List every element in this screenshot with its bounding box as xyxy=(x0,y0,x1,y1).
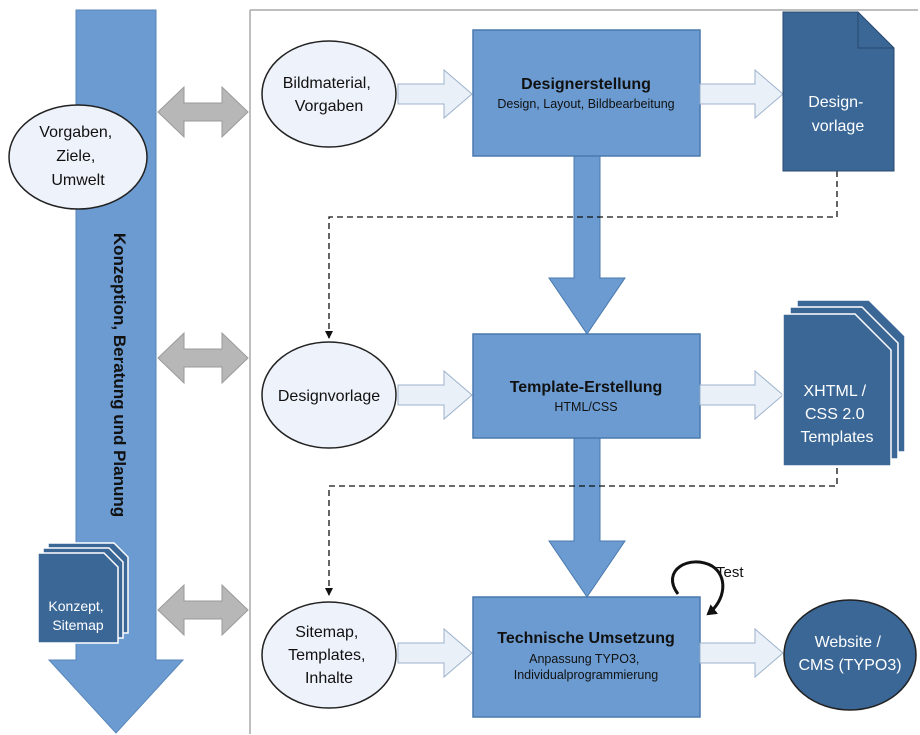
design-template-text: Design- vorlage xyxy=(808,94,868,135)
process-box-template xyxy=(472,333,701,439)
input-arrow-1 xyxy=(397,68,473,120)
doc-fold xyxy=(857,12,894,49)
website-cms-text: Website / CMS (TYPO3) xyxy=(798,634,901,674)
test-loop-arrow xyxy=(671,560,725,616)
double-arrow-3 xyxy=(157,583,249,637)
process-template-sub: HTML/CSS xyxy=(554,400,617,414)
dashed-connector-1 xyxy=(325,171,838,339)
input-ellipse-1 xyxy=(261,40,397,148)
process-frame xyxy=(249,9,918,734)
input-ellipse-2-text: Designvorlage xyxy=(278,388,380,405)
input-arrow-2 xyxy=(397,369,473,421)
process-design-title: Designerstellung xyxy=(521,76,651,93)
process-box-design xyxy=(472,29,701,157)
double-arrow-1 xyxy=(157,85,249,139)
input-ellipse-3 xyxy=(261,601,397,709)
xhtml-templates-text: XHTML / CSS 2.0 Templates xyxy=(801,383,874,446)
concept-sitemap-docs xyxy=(37,542,129,644)
process-design-sub: Design, Layout, Bildbearbeitung xyxy=(497,97,674,111)
process-technical-title: Technische Umsetzung xyxy=(497,630,675,647)
xhtml-templates-docs xyxy=(782,299,906,467)
process-technical-sub: Anpassung TYPO3, Individualprogrammierun… xyxy=(514,652,659,682)
input-arrow-3 xyxy=(397,627,473,679)
website-cms-ellipse xyxy=(783,599,917,711)
process-template-title: Template-Erstellung xyxy=(510,379,663,396)
sidebar-label: Konzeption, Beratung und Planung xyxy=(110,233,129,517)
goals-ellipse-text: Vorgaben, Ziele, Umwelt xyxy=(39,124,116,189)
design-template-doc xyxy=(782,11,895,172)
input-ellipse-2 xyxy=(261,341,397,449)
goals-ellipse xyxy=(8,104,148,210)
output-arrow-1 xyxy=(699,68,784,120)
output-arrow-3 xyxy=(699,627,784,679)
dashed-connector-2 xyxy=(325,468,838,596)
flow-arrow-2-3 xyxy=(548,437,626,598)
double-arrow-2 xyxy=(157,331,249,385)
flow-arrow-1-2 xyxy=(548,155,626,335)
output-arrow-2 xyxy=(699,369,784,421)
input-ellipse-1-text: Bildmaterial, Vorgaben xyxy=(283,75,375,115)
test-loop-label: Test xyxy=(716,564,744,581)
input-ellipse-3-text: Sitemap, Templates, Inhalte xyxy=(288,624,370,687)
concept-sitemap-text: Konzept, Sitemap xyxy=(48,598,107,633)
